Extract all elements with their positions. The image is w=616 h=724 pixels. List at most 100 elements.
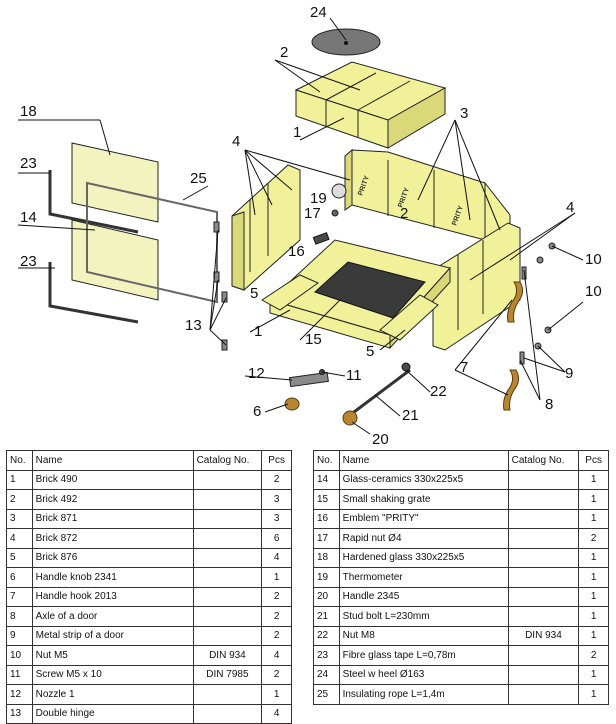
callout-numbers: 24 2 18 3 1 23 4 25 19 17 2 14 16 4 10 2… xyxy=(20,4,602,448)
cell-catalog xyxy=(192,606,263,627)
cell-name: Brick 492 xyxy=(31,489,194,510)
cell-no: 20 xyxy=(313,586,340,607)
cell-catalog xyxy=(192,703,263,724)
cell-pcs: 1 xyxy=(578,606,609,627)
callout-label: 9 xyxy=(565,365,573,382)
callout-label: 10 xyxy=(585,283,602,300)
cell-pcs: 2 xyxy=(261,625,292,646)
cell-catalog xyxy=(507,547,580,568)
cell-catalog xyxy=(192,489,263,510)
cell-pcs: 3 xyxy=(261,508,292,529)
cell-no: 10 xyxy=(6,645,33,666)
callout-label: 8 xyxy=(545,396,553,413)
callout-label: 4 xyxy=(566,199,574,216)
cell-name: Nut M8 xyxy=(338,625,509,646)
col-header-name: Name xyxy=(31,450,194,471)
cell-no: 21 xyxy=(313,606,340,627)
cell-name: Handle hook 2013 xyxy=(31,586,194,607)
cell-pcs: 1 xyxy=(261,567,292,588)
table-header-row: No. Name Catalog No. Pcs xyxy=(313,450,609,471)
cell-pcs: 1 xyxy=(578,547,609,568)
callout-label: 17 xyxy=(304,205,321,222)
cell-no: 8 xyxy=(6,606,33,627)
cell-catalog xyxy=(192,625,263,646)
handle-part xyxy=(342,410,358,426)
cell-pcs: 2 xyxy=(261,586,292,607)
cell-name: Glass-ceramics 330x225x5 xyxy=(338,469,509,490)
cell-no: 25 xyxy=(313,684,340,705)
cell-catalog: DIN 934 xyxy=(507,625,580,646)
callout-label: 19 xyxy=(310,190,327,207)
cell-name: Metal strip of a door xyxy=(31,625,194,646)
cell-catalog xyxy=(192,586,263,607)
nozzle-part xyxy=(288,371,329,388)
callout-label: 23 xyxy=(20,253,37,270)
emblem-part xyxy=(312,232,330,245)
col-header-no: No. xyxy=(6,450,33,471)
callout-label: 20 xyxy=(372,431,389,448)
col-header-catalog: Catalog No. xyxy=(507,450,580,471)
cell-pcs: 2 xyxy=(261,606,292,627)
cell-no: 4 xyxy=(6,528,33,549)
cell-catalog xyxy=(192,567,263,588)
callout-label: 5 xyxy=(250,285,258,302)
insulating-rope-part xyxy=(86,181,218,304)
callout-label: 16 xyxy=(288,243,305,260)
cell-name: Nozzle 1 xyxy=(31,684,194,705)
cell-name: Handle knob 2341 xyxy=(31,567,194,588)
cell-no: 17 xyxy=(313,528,340,549)
cell-catalog: DIN 934 xyxy=(192,645,263,666)
callout-label: 14 xyxy=(20,209,37,226)
cell-catalog xyxy=(192,528,263,549)
callout-label: 4 xyxy=(232,133,240,150)
callout-label: 13 xyxy=(185,317,202,334)
cell-pcs: 6 xyxy=(261,528,292,549)
cell-name: Nut M5 xyxy=(31,645,194,666)
cell-pcs: 1 xyxy=(261,684,292,705)
exploded-parts-diagram: PRITY PRITY PRITY xyxy=(17,4,602,448)
cell-pcs: 1 xyxy=(578,625,609,646)
cell-name: Hardened glass 330x225x5 xyxy=(338,547,509,568)
cell-pcs: 1 xyxy=(578,586,609,607)
col-header-pcs: Pcs xyxy=(578,450,609,471)
callout-label: 23 xyxy=(20,155,37,172)
cell-no: 19 xyxy=(313,567,340,588)
leader-lines xyxy=(17,17,584,435)
col-header-name: Name xyxy=(338,450,509,471)
cell-catalog xyxy=(192,547,263,568)
col-header-pcs: Pcs xyxy=(261,450,292,471)
callout-label: 15 xyxy=(305,331,322,348)
callout-label: 18 xyxy=(20,103,37,120)
cell-catalog xyxy=(507,508,580,529)
cell-name: Brick 876 xyxy=(31,547,194,568)
callout-label: 24 xyxy=(310,4,327,21)
cell-no: 7 xyxy=(6,586,33,607)
callout-label: 1 xyxy=(293,124,301,141)
base-bricks xyxy=(261,239,451,350)
callout-label: 6 xyxy=(253,403,261,420)
cell-pcs: 4 xyxy=(261,547,292,568)
handle-knob-part xyxy=(284,397,300,411)
cell-pcs: 2 xyxy=(578,528,609,549)
cell-no: 12 xyxy=(6,684,33,705)
cell-catalog xyxy=(507,567,580,588)
cell-no: 2 xyxy=(6,489,33,510)
cell-no: 18 xyxy=(313,547,340,568)
cell-pcs: 2 xyxy=(261,469,292,490)
cell-catalog xyxy=(192,684,263,705)
